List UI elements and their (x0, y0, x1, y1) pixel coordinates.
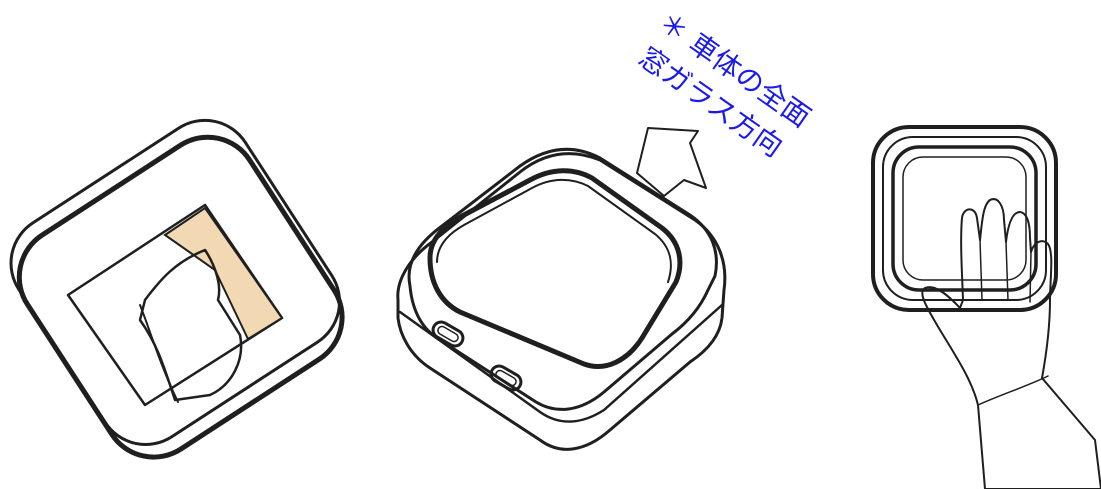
usb-port-icon (431, 320, 465, 348)
hand-press-mount-illustration (871, 125, 1101, 489)
usb-port-icon (489, 364, 523, 392)
direction-arrow-icon (636, 127, 707, 197)
tape-area (163, 206, 284, 341)
charger-device-illustration (396, 147, 727, 451)
adhesive-pad-peel-illustration (9, 118, 345, 460)
